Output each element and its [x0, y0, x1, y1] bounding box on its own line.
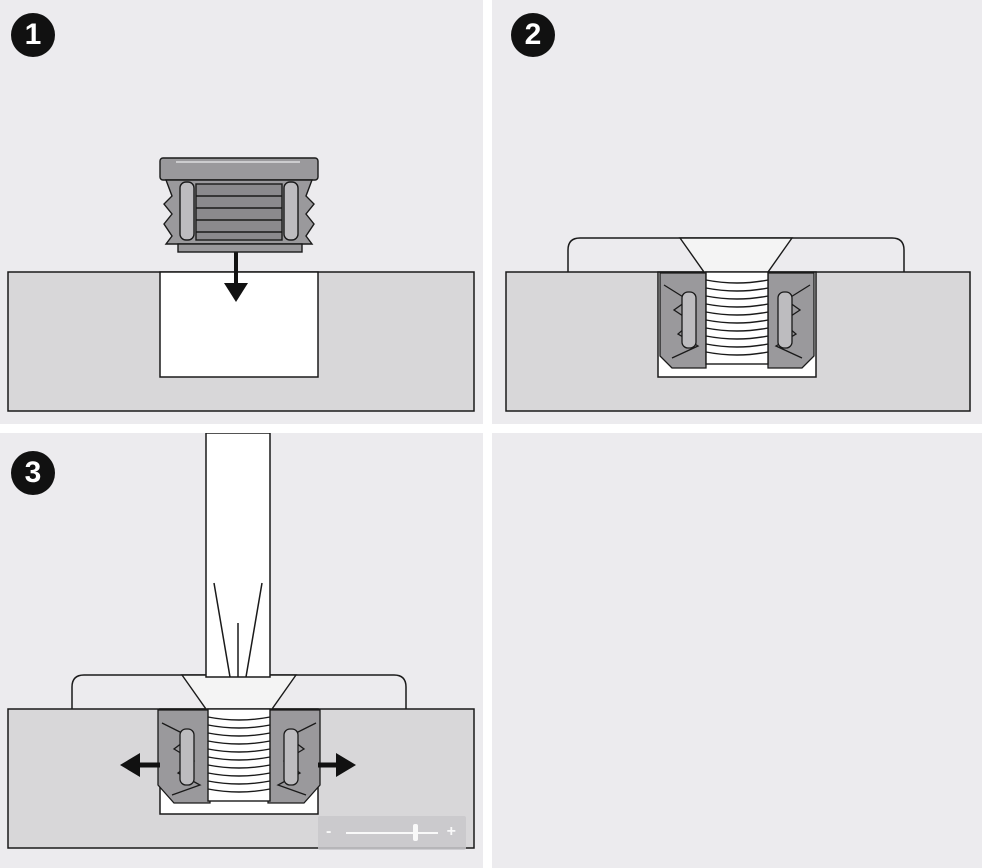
- zoom-slider-thumb[interactable]: [412, 824, 418, 841]
- expansion-insert: [659, 272, 815, 369]
- zoom-out-button[interactable]: -: [326, 823, 332, 840]
- step-1-panel: 1: [0, 0, 483, 424]
- step-2-badge: 2: [511, 13, 555, 57]
- countersunk-screw: [678, 237, 794, 365]
- arrow-down-icon: [224, 283, 248, 302]
- expanded-insert: [157, 709, 321, 804]
- step-3-illustration: [7, 433, 475, 849]
- step-3-badge: 3: [11, 451, 55, 495]
- step-2-illustration: [505, 237, 971, 412]
- zoom-control[interactable]: - +: [318, 816, 466, 850]
- step-3-panel: 3: [0, 433, 483, 868]
- arrow-right-icon: [318, 753, 356, 777]
- zoom-slider-track[interactable]: [346, 832, 438, 834]
- step-2-panel: 2: [492, 0, 982, 424]
- countersunk-screw: [180, 674, 298, 802]
- empty-panel: [492, 433, 982, 868]
- step-1-badge: 1: [11, 13, 55, 57]
- arrow-left-icon: [120, 753, 160, 777]
- screwdriver: [205, 433, 271, 678]
- expansion-insert: [159, 157, 319, 253]
- zoom-in-button[interactable]: +: [446, 823, 456, 840]
- step-1-illustration: [7, 157, 475, 412]
